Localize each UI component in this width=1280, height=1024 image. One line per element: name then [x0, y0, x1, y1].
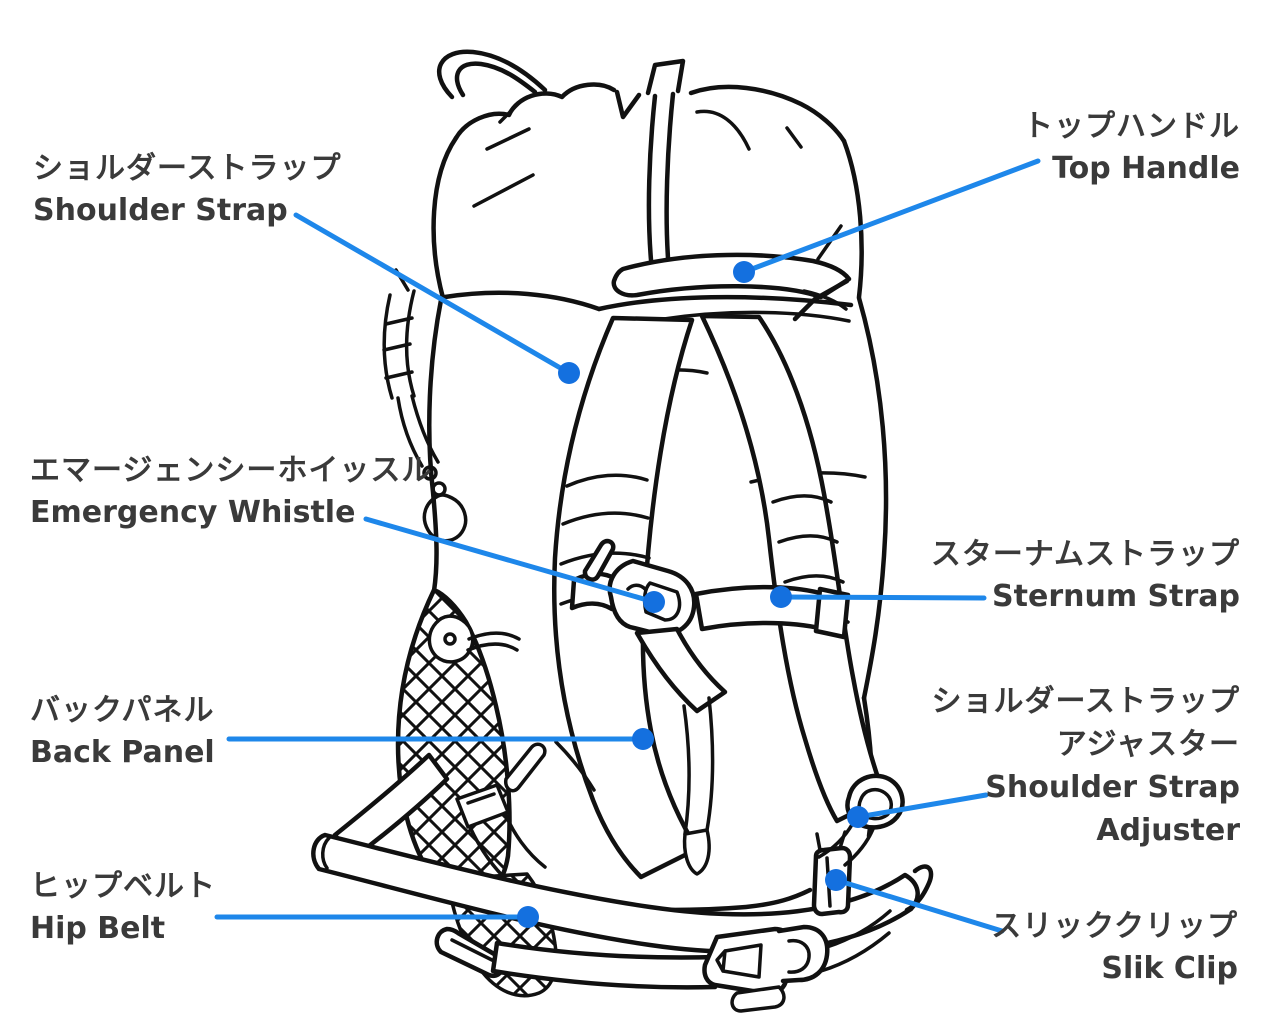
label-adjuster-jp2: アジャスター — [1056, 727, 1240, 762]
label-hip-belt-en: Hip Belt — [30, 911, 166, 946]
haul-loop — [437, 49, 548, 100]
callout-shoulder-strap-adjuster: ショルダーストラップ アジャスター Shoulder Strap Adjuste… — [932, 680, 1241, 852]
left-strap-hardware — [455, 740, 596, 891]
label-adjuster-jp1: ショルダーストラップ — [931, 684, 1240, 719]
label-top-handle-jp: トップハンドル — [1023, 109, 1240, 144]
shoulder-strap-right — [699, 313, 888, 824]
label-back-panel-jp: バックパネル — [30, 693, 215, 728]
leader-line-shoulder-strap — [293, 212, 572, 376]
label-adjuster-en1: Shoulder Strap — [985, 770, 1240, 805]
leader-dot-shoulder-strap-adjuster — [847, 806, 869, 828]
leader-line-top-handle — [741, 158, 1041, 275]
leader-dot-top-handle — [733, 261, 755, 283]
ice-axe-loop — [382, 268, 468, 543]
label-slik-clip-jp: スリッククリップ — [991, 909, 1238, 944]
leader-line-slik-clip — [833, 877, 1005, 934]
leader-dot-emergency-whistle — [643, 591, 665, 613]
leader-dot-sternum-strap — [770, 586, 792, 608]
label-back-panel-en: Back Panel — [30, 735, 215, 770]
callout-hip-belt: ヒップベルト Hip Belt — [30, 866, 216, 950]
leader-line-shoulder-strap-adjuster — [855, 792, 989, 820]
leader-dot-hip-belt — [517, 906, 539, 928]
label-adjuster-en2: Adjuster — [1096, 813, 1240, 848]
callout-top-handle: トップハンドル Top Handle — [1023, 106, 1240, 190]
callout-sternum-strap: スターナムストラップ Sternum Strap — [931, 534, 1240, 618]
leader-lines — [214, 158, 1041, 934]
leader-line-emergency-whistle — [363, 516, 657, 605]
label-shoulder-strap-jp: ショルダーストラップ — [33, 151, 342, 186]
callout-emergency-whistle: エマージェンシーホイッスル Emergency Whistle — [30, 450, 432, 534]
callout-shoulder-strap: ショルダーストラップ Shoulder Strap — [33, 148, 342, 232]
leader-line-sternum-strap — [778, 594, 987, 601]
label-top-handle-en: Top Handle — [1052, 151, 1240, 186]
leader-dot-slik-clip — [825, 869, 847, 891]
label-sternum-strap-jp: スターナムストラップ — [930, 537, 1240, 572]
lid — [431, 49, 864, 323]
label-shoulder-strap-en: Shoulder Strap — [33, 193, 288, 228]
cord-toggle — [427, 614, 521, 664]
label-sternum-strap-en: Sternum Strap — [992, 579, 1240, 614]
top-handle — [611, 252, 852, 322]
hanging-webbing — [634, 626, 728, 876]
label-emergency-whistle-en: Emergency Whistle — [30, 495, 356, 530]
label-slik-clip-en: Slik Clip — [1101, 951, 1238, 986]
hip-belt-webbing — [434, 909, 892, 1013]
label-emergency-whistle-jp: エマージェンシーホイッスル — [30, 453, 433, 488]
callout-back-panel: バックパネル Back Panel — [30, 690, 215, 774]
label-hip-belt-jp: ヒップベルト — [30, 869, 216, 904]
callout-slik-clip: スリッククリップ Slik Clip — [991, 906, 1238, 990]
leader-dot-shoulder-strap — [558, 362, 580, 384]
leader-dot-back-panel — [632, 728, 654, 750]
